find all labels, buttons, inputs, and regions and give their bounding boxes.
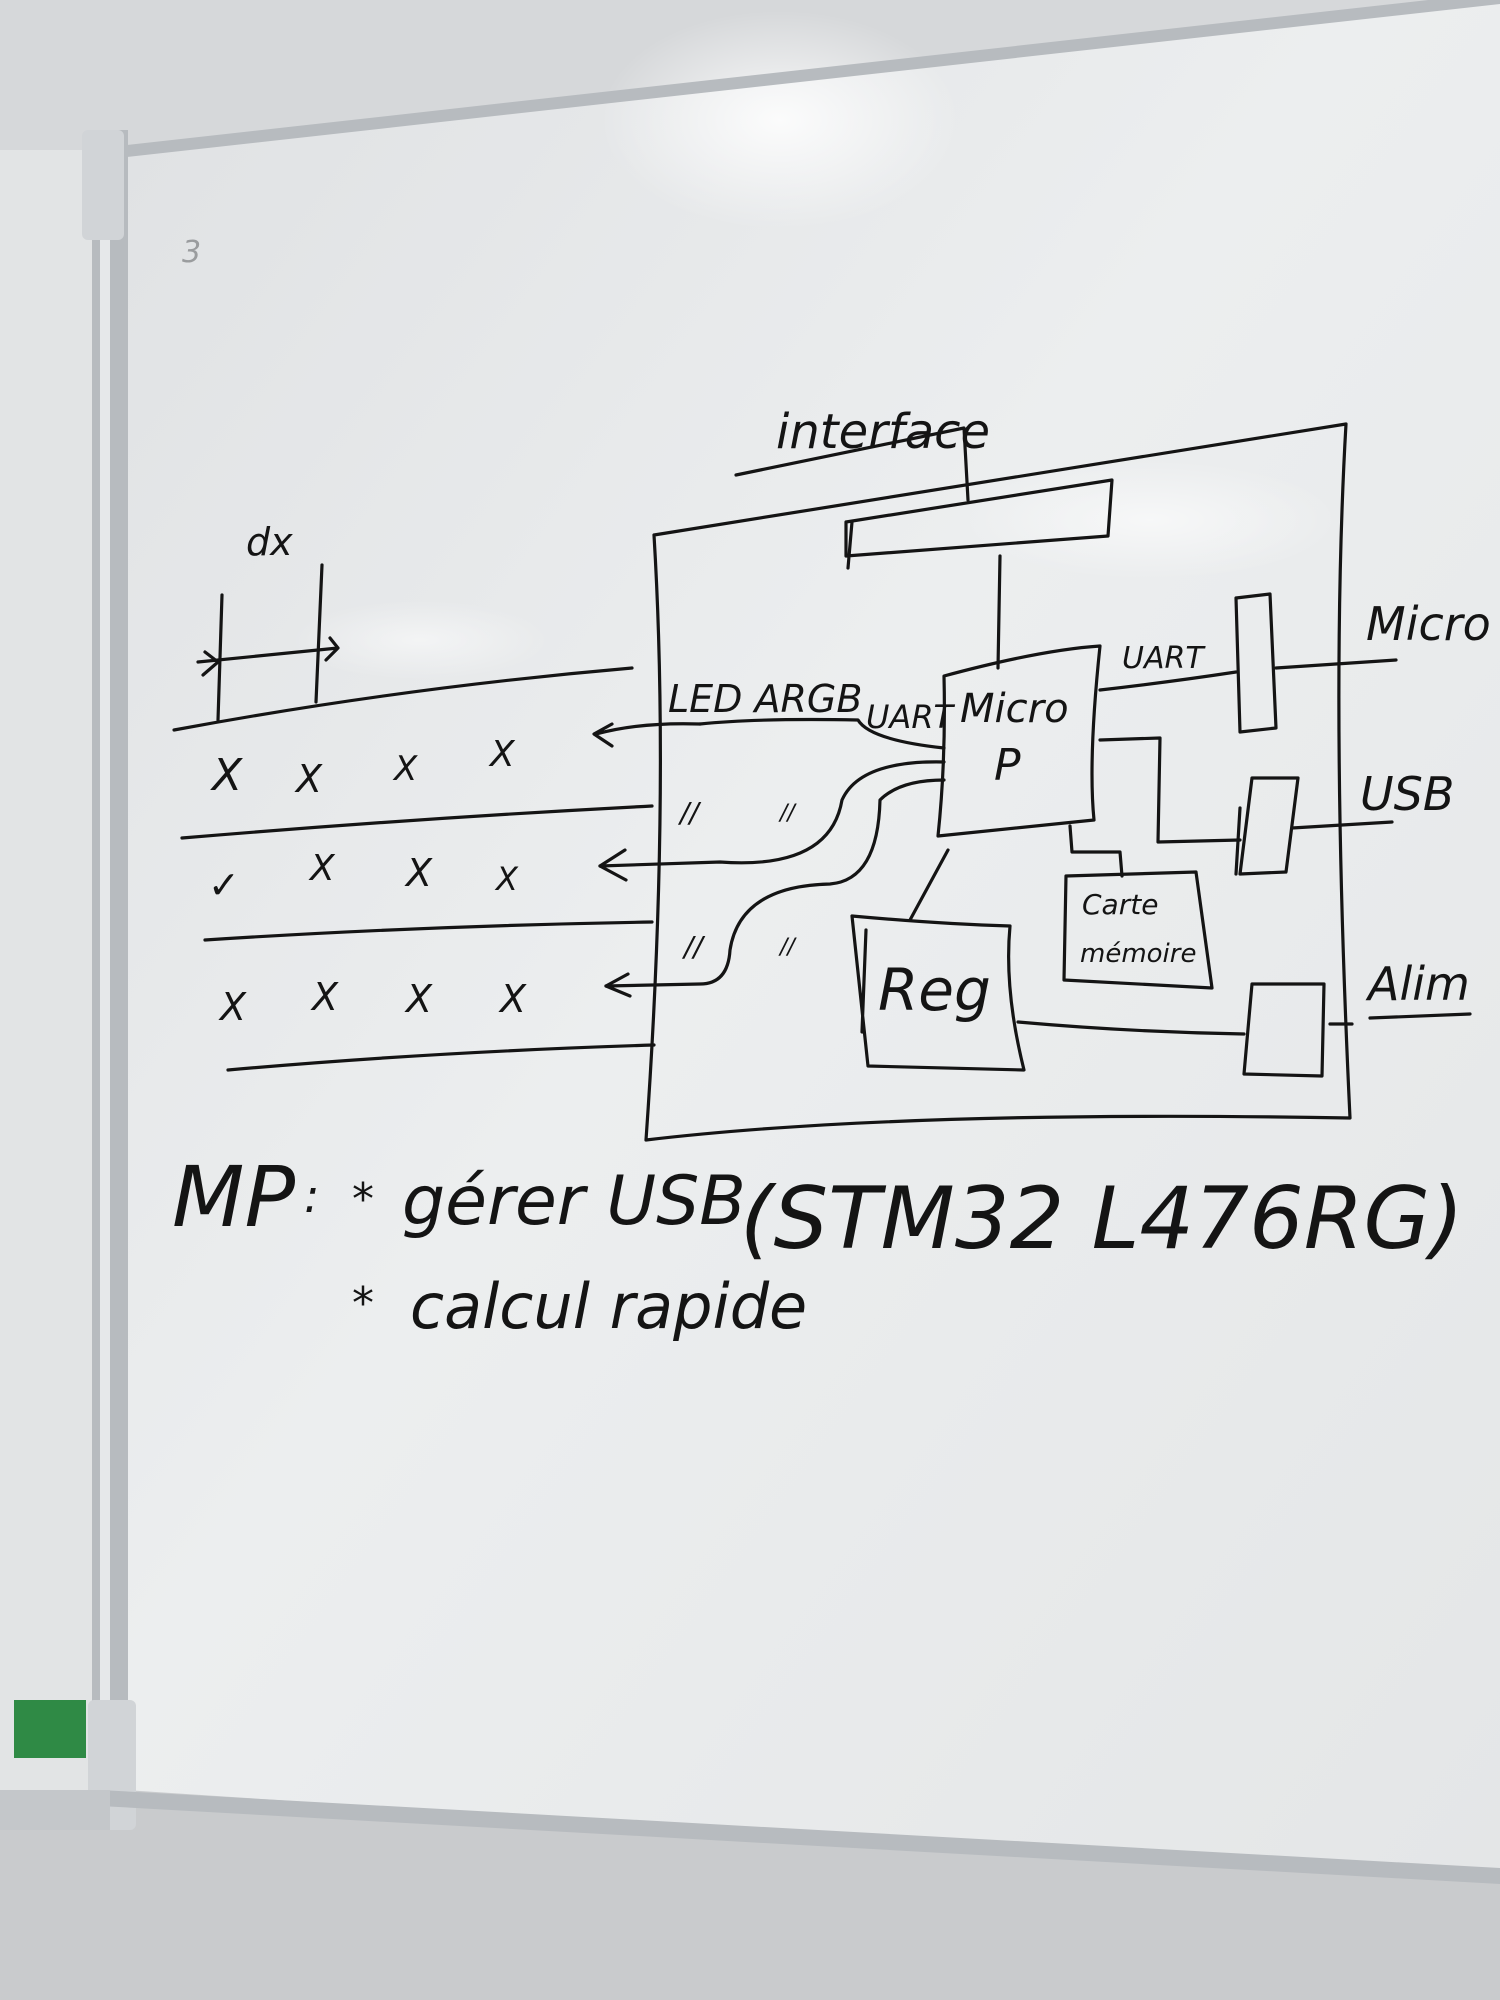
reg-label: Reg bbox=[878, 956, 991, 1024]
mp-colon: : bbox=[304, 1169, 320, 1223]
micro-p-line1: Micro bbox=[960, 686, 1069, 732]
ceiling-light-reflection bbox=[600, 10, 960, 230]
slash-mark-1: // bbox=[677, 796, 701, 829]
light-reflection-3 bbox=[290, 600, 550, 680]
row-line-1 bbox=[172, 666, 634, 732]
carte-memoire-box bbox=[1062, 870, 1214, 990]
arrow-row-3 bbox=[604, 972, 632, 998]
uart-left-label: UART bbox=[866, 698, 956, 736]
interface-connector bbox=[844, 478, 1114, 570]
slash-mark-4: // bbox=[778, 935, 797, 960]
grid-mark-r2c4: X bbox=[494, 860, 519, 898]
port-label-usb: USB bbox=[1360, 767, 1454, 821]
grid-mark-r1c4: X bbox=[488, 734, 516, 775]
bullet-1: gérer USB bbox=[402, 1162, 746, 1241]
dx-tick-right bbox=[314, 563, 324, 704]
grid-mark-r3c3: X bbox=[404, 977, 433, 1021]
bullet-2: calcul rapide bbox=[410, 1270, 807, 1343]
dx-tick-left bbox=[216, 593, 224, 722]
board-left-frame-highlight bbox=[100, 130, 110, 1800]
wire-micro-uart bbox=[1098, 670, 1238, 692]
grid-mark-r3c4: X bbox=[498, 977, 527, 1021]
row-line-3 bbox=[203, 920, 654, 942]
interface-bracket bbox=[734, 426, 970, 502]
arrow-row-2 bbox=[598, 848, 628, 882]
board-top-frame bbox=[100, 0, 1500, 160]
wire-usb bbox=[1098, 736, 1242, 844]
left-adjacent-board bbox=[0, 150, 100, 1790]
slash-mark-3: // bbox=[681, 930, 705, 963]
interface-to-micro-line bbox=[996, 554, 1002, 670]
wire-alim bbox=[1016, 1020, 1246, 1036]
wire-led-1 bbox=[698, 717, 946, 750]
grid-mark-r1c2: X bbox=[294, 757, 323, 801]
dx-dimension-line bbox=[196, 636, 340, 677]
grid-mark-r1c3: X bbox=[392, 749, 418, 789]
board-bottom-frame bbox=[100, 1790, 1500, 1884]
corner-mark: 3 bbox=[182, 235, 201, 270]
usb-external-line bbox=[1290, 820, 1394, 830]
carte-line2: mémoire bbox=[1080, 939, 1196, 969]
marker-tray bbox=[0, 1790, 110, 1830]
wire-carte bbox=[1068, 824, 1124, 878]
carte-line1: Carte bbox=[1082, 888, 1158, 921]
dx-label: dx bbox=[246, 520, 293, 564]
micro-p-line2: P bbox=[994, 740, 1021, 791]
bullet-star-1: * bbox=[352, 1174, 374, 1225]
wire-led-2 bbox=[598, 760, 946, 868]
bullet-star-2: * bbox=[352, 1278, 374, 1329]
grid-mark-r3c1: X bbox=[218, 985, 247, 1029]
wire-led-3 bbox=[604, 778, 946, 988]
grid-mark-r2c3: X bbox=[404, 851, 433, 895]
led-argb-label: LED ARGB bbox=[668, 677, 862, 721]
grid-mark-r1c1: X bbox=[210, 750, 243, 801]
arrow-row-1 bbox=[592, 722, 702, 748]
left-board-sticker bbox=[14, 1700, 86, 1758]
row-line-4 bbox=[226, 1043, 656, 1072]
grid-mark-r2c1: ✓ bbox=[208, 863, 240, 907]
slash-mark-2: // bbox=[778, 801, 797, 826]
interface-label: interface bbox=[776, 404, 990, 460]
port-label-micro: Micro bbox=[1366, 597, 1491, 651]
uart-right-label: UART bbox=[1122, 641, 1206, 676]
wire-reg-micro bbox=[908, 848, 950, 922]
grid-mark-r3c2: X bbox=[310, 975, 339, 1019]
alim-underline bbox=[1368, 1012, 1472, 1020]
pcb-outline bbox=[644, 422, 1352, 1142]
row-line-2 bbox=[180, 804, 654, 840]
chip-model: (STM32 L476RG) bbox=[740, 1169, 1464, 1269]
grid-mark-r2c2: X bbox=[308, 848, 336, 889]
alim-connector bbox=[1242, 982, 1326, 1078]
mp-label: MP bbox=[172, 1148, 295, 1246]
port-label-alim: Alim bbox=[1365, 957, 1470, 1011]
frame-clip-top bbox=[82, 130, 124, 240]
micro-port-connector bbox=[1234, 592, 1278, 734]
whiteboard-surface bbox=[125, 0, 1500, 1880]
micro-port-external-line bbox=[1274, 658, 1398, 670]
